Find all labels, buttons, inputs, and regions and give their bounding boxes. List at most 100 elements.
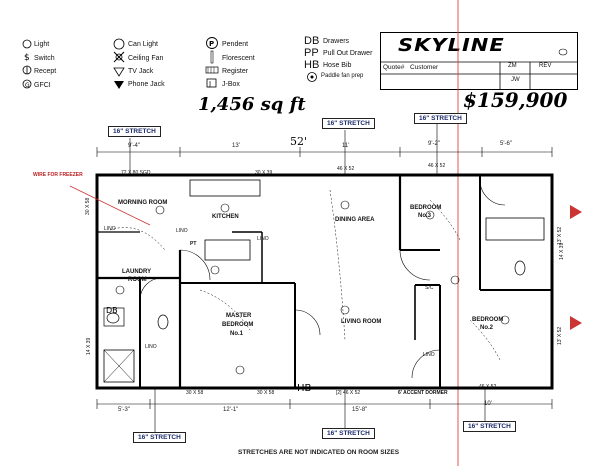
fixture-symbols xyxy=(115,200,510,375)
freezer-note: WIRE FOR FREEZER xyxy=(33,172,83,178)
footer-note: STRETCHES ARE NOT INDICATED ON ROOM SIZE… xyxy=(238,449,400,456)
legend-switch-label: Switch xyxy=(34,55,55,62)
room-bedroom2-b: No.2 xyxy=(480,325,494,331)
hose-bib-floor-label: HB xyxy=(297,383,312,394)
window-30x58-left: 30 X 58 xyxy=(85,197,91,215)
switch-icon: $ xyxy=(24,53,30,63)
room-laundry-b: ROOM xyxy=(128,277,147,283)
room-bedroom2-a: BEDROOM xyxy=(472,317,504,323)
window-30x58-bot2: 30 X 58 xyxy=(257,390,275,396)
room-bedroom3-a: BEDROOM xyxy=(410,205,442,211)
legend-recept-label: Recept xyxy=(34,68,57,75)
room-morning: MORNING ROOM xyxy=(118,200,168,206)
quote-label: Quote# xyxy=(383,64,405,71)
legend-florescent-label: Florescent xyxy=(222,55,255,62)
window-right-upper: 13' X 52 xyxy=(557,226,563,245)
legend-col1-icons: $ G xyxy=(22,39,32,89)
toilet-master xyxy=(157,314,169,330)
legend-col2-icons xyxy=(113,38,125,89)
drawers-floor-label: DB xyxy=(106,306,118,315)
dim-bot-2: 12'-1" xyxy=(223,407,239,413)
title-block-frame xyxy=(380,32,578,90)
dim-top-3: 11' xyxy=(342,143,350,149)
window-46x52-b: 46 X 52 xyxy=(428,163,446,169)
legend-pull-out-drawer-label: Pull Out Drawer xyxy=(323,50,373,57)
customer-label: Customer xyxy=(410,64,439,71)
ceiling-fan-icon xyxy=(115,53,123,61)
phone-jack-icon xyxy=(114,81,124,89)
dim-top-1: 9'-4" xyxy=(128,143,140,149)
legend-pp-symbol: PP xyxy=(304,47,319,59)
legend-phone-jack-label: Phone Jack xyxy=(128,81,165,88)
legend-drawers-label: Drawers xyxy=(323,38,350,45)
dim-top-5: 5'-6" xyxy=(500,141,512,147)
stretch-bot-right: 16" STRETCH xyxy=(463,421,516,432)
window-14x39-left: 14 X 39 xyxy=(86,337,92,355)
legend-jbox-label: J-Box xyxy=(222,81,240,88)
room-master-a: MASTER xyxy=(226,313,252,319)
dim-top-2: 13' xyxy=(232,143,240,149)
legend-pendent-label: Pendent xyxy=(222,41,249,48)
rev-label: REV xyxy=(539,63,552,69)
legend-hb-symbol: HB xyxy=(304,59,320,71)
svg-text:G: G xyxy=(25,82,30,89)
sc-label: S/C xyxy=(425,285,434,291)
linen-label-5: LINO xyxy=(145,344,157,350)
room-bedroom3-b: No.3 xyxy=(418,213,432,219)
gfci-icon xyxy=(22,79,32,89)
tv-jack-icon xyxy=(113,67,125,77)
room-dining: DINING AREA xyxy=(335,217,375,223)
legend-ceiling-fan-label: Ceiling Fan xyxy=(128,55,164,62)
dim-bot-4: 10' xyxy=(484,401,492,407)
room-master-b: BEDROOM xyxy=(222,322,254,328)
legend-register-label: Register xyxy=(222,68,249,75)
svg-text:P: P xyxy=(209,40,214,48)
red-arrow-upper xyxy=(570,205,582,219)
exterior-walls xyxy=(95,173,554,390)
room-kitchen: KITCHEN xyxy=(212,214,239,220)
room-living: LIVING ROOM xyxy=(341,319,382,325)
handwritten-sqft: 1,456 sq ft xyxy=(198,94,306,115)
legend-light-label: Light xyxy=(34,41,50,48)
florescent-icon xyxy=(210,50,214,64)
window-46x52-a: 46 X 52 xyxy=(337,166,355,172)
accent-dormer-note: 6' ACCENT DORMER xyxy=(398,390,448,396)
linen-label-3: LINO xyxy=(257,236,269,242)
dim-bot-1: 5'-3" xyxy=(118,407,130,413)
toilet-bath2 xyxy=(514,260,526,276)
legend-tv-jack-label: TV Jack xyxy=(128,68,154,75)
legend-gfci-label: GFCI xyxy=(34,82,51,89)
tub-bath2 xyxy=(485,217,545,241)
window-46x52-bot: [2] 46 X 52 xyxy=(336,390,361,396)
jw-label: JW xyxy=(511,77,520,83)
window-30x39: 30 X 39 xyxy=(255,170,273,176)
stretch-top-mid: 16" STRETCH xyxy=(322,118,375,129)
legend-paddle-fan-prep-label: Paddle fan prep xyxy=(321,73,364,79)
handwritten-price: $159,900 xyxy=(463,88,568,112)
pendent-icon xyxy=(206,37,218,49)
room-master-c: No.1 xyxy=(230,331,244,337)
room-laundry-a: LAUNDRY xyxy=(122,269,152,275)
linen-label-1: LINO xyxy=(104,226,116,232)
handwritten-dim: 52' xyxy=(290,135,308,148)
dim-top-4: 9'-2" xyxy=(428,141,440,147)
window-sgd: 72 X 80 SGD xyxy=(121,170,151,176)
shower-master xyxy=(103,349,135,383)
legend-can-light-label: Can Light xyxy=(128,41,158,48)
window-30x58-bot1: 30 X 58 xyxy=(186,390,204,396)
window-right-lower: 13' X 52 xyxy=(557,326,563,345)
legend-db-symbol: DB xyxy=(304,35,320,47)
svg-text:J: J xyxy=(208,80,211,88)
red-arrow-lower xyxy=(570,316,582,330)
stretch-top-right: 16" STRETCH xyxy=(414,113,467,124)
can-light-icon xyxy=(113,38,125,50)
trademark-icon xyxy=(558,48,568,56)
window-46x52-bot2: 46 X 52 xyxy=(479,384,497,390)
brand-logo: SKYLINE xyxy=(398,34,505,56)
zm-label: ZM xyxy=(508,63,517,69)
linen-label-2: LINO xyxy=(176,228,188,234)
register-icon xyxy=(205,66,219,74)
stretch-bot-left: 16" STRETCH xyxy=(133,432,186,443)
legend-col3-icons: P J xyxy=(205,37,219,88)
kitchen-island xyxy=(204,239,251,261)
